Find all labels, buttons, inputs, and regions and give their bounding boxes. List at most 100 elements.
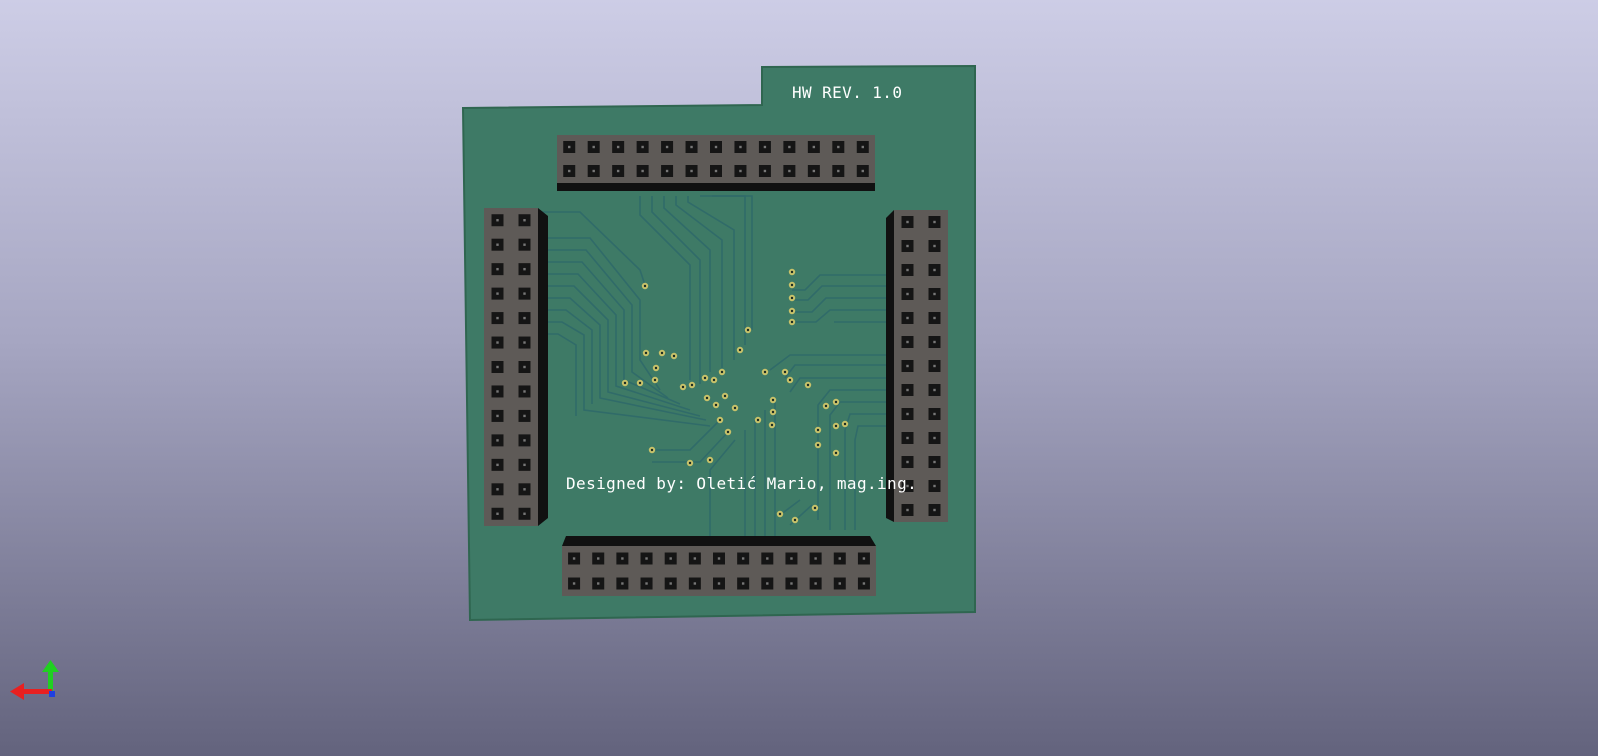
via bbox=[621, 379, 629, 387]
via bbox=[736, 346, 744, 354]
pin-header-right bbox=[886, 210, 948, 522]
copper-trace bbox=[854, 425, 890, 530]
copper-trace bbox=[712, 195, 753, 330]
copper-trace bbox=[546, 285, 701, 417]
via bbox=[814, 441, 822, 449]
via bbox=[651, 376, 659, 384]
header-pin bbox=[568, 577, 581, 590]
header-pin bbox=[928, 216, 941, 228]
header-pin bbox=[785, 552, 798, 565]
via bbox=[814, 426, 822, 434]
copper-trace bbox=[651, 196, 701, 384]
pin-header-top bbox=[557, 135, 875, 191]
header-pin bbox=[928, 240, 941, 252]
copper-trace bbox=[817, 389, 890, 520]
via bbox=[641, 282, 649, 290]
header-pin bbox=[856, 165, 869, 177]
header-pin bbox=[518, 483, 531, 496]
via bbox=[811, 504, 819, 512]
header-pin bbox=[928, 264, 941, 276]
header-pin bbox=[491, 385, 504, 398]
pin-header-left bbox=[484, 208, 548, 526]
via bbox=[788, 307, 796, 315]
via bbox=[636, 379, 644, 387]
copper-trace bbox=[789, 377, 890, 393]
header-pin bbox=[901, 336, 914, 348]
via bbox=[788, 281, 796, 289]
header-pin bbox=[737, 577, 750, 590]
header-pin bbox=[713, 552, 725, 565]
copper-trace bbox=[792, 274, 890, 291]
header-pin bbox=[928, 312, 941, 324]
header-pin bbox=[901, 264, 914, 276]
header-pin bbox=[592, 552, 605, 565]
via bbox=[731, 404, 739, 412]
header-pin bbox=[901, 504, 914, 516]
via bbox=[761, 368, 769, 376]
via bbox=[776, 510, 784, 518]
header-pin bbox=[563, 165, 576, 177]
header-pin bbox=[612, 141, 625, 153]
copper-trace bbox=[675, 196, 723, 368]
header-pin bbox=[616, 577, 629, 590]
copper-trace bbox=[784, 364, 890, 379]
header-pin bbox=[518, 238, 531, 251]
copper-trace bbox=[709, 439, 736, 540]
via bbox=[832, 398, 840, 406]
via bbox=[788, 294, 796, 302]
header-pin bbox=[491, 409, 504, 422]
header-pin bbox=[491, 312, 504, 325]
via bbox=[716, 416, 724, 424]
header-pin bbox=[518, 434, 531, 447]
header-pin bbox=[685, 141, 698, 153]
via bbox=[721, 392, 729, 400]
copper-trace bbox=[792, 285, 890, 301]
header-pin bbox=[901, 408, 914, 420]
header-pin bbox=[491, 434, 504, 447]
via bbox=[658, 349, 666, 357]
via-group bbox=[621, 268, 849, 524]
header-pin bbox=[809, 552, 822, 565]
via bbox=[788, 318, 796, 326]
header-pin bbox=[901, 456, 914, 468]
header-pin bbox=[928, 480, 941, 492]
header-pin bbox=[833, 577, 846, 590]
header-pin bbox=[928, 384, 941, 396]
header-pin bbox=[710, 141, 722, 153]
copper-trace bbox=[652, 431, 729, 463]
copper-trace bbox=[546, 333, 577, 416]
header-pin bbox=[685, 165, 698, 177]
copper-trace bbox=[663, 196, 711, 372]
via bbox=[679, 383, 687, 391]
header-pin bbox=[809, 577, 822, 590]
via bbox=[688, 381, 696, 389]
header-pin bbox=[737, 552, 750, 565]
header-pin bbox=[491, 214, 504, 227]
copper-trace bbox=[546, 309, 593, 404]
header-pin bbox=[901, 384, 914, 396]
header-pin bbox=[901, 360, 914, 372]
header-pin bbox=[901, 216, 914, 228]
header-pin bbox=[587, 165, 600, 177]
via bbox=[804, 381, 812, 389]
header-pin bbox=[491, 483, 504, 496]
pcb-board bbox=[461, 64, 976, 622]
header-pin bbox=[758, 165, 771, 177]
via bbox=[832, 422, 840, 430]
header-pin bbox=[734, 165, 747, 177]
x-axis-arrow-icon bbox=[10, 683, 52, 700]
header-pin bbox=[710, 165, 722, 177]
via bbox=[768, 421, 776, 429]
axis-indicator bbox=[10, 660, 59, 700]
via bbox=[754, 416, 762, 424]
via bbox=[706, 456, 714, 464]
copper-trace bbox=[540, 211, 646, 286]
via bbox=[791, 516, 799, 524]
header-pin bbox=[807, 165, 820, 177]
header-pin bbox=[616, 552, 629, 565]
copper-trace bbox=[792, 297, 890, 313]
via bbox=[686, 459, 694, 467]
via bbox=[701, 374, 709, 382]
